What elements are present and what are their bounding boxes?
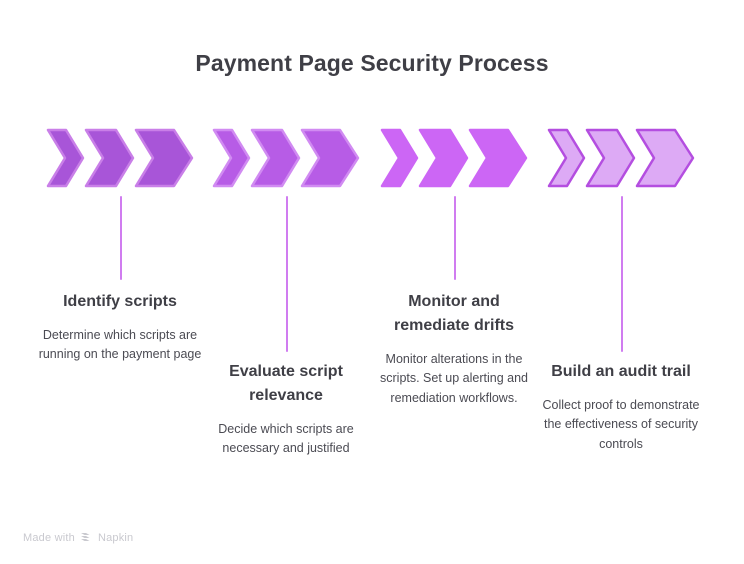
chevron-shapes-4 (547, 128, 695, 188)
triple-chevron-icon-4 (537, 128, 705, 188)
page-title: Payment Page Security Process (195, 50, 549, 76)
triple-chevron-icon-3 (370, 128, 538, 188)
connector-line-3 (454, 196, 456, 280)
chevron-group-svg-2 (212, 128, 360, 188)
chevron-shapes-1 (46, 128, 194, 188)
step-description-4: Collect proof to demonstrate the effecti… (542, 398, 700, 451)
connector-line-1 (120, 196, 122, 280)
step-title-3: Monitor and remediate drifts (393, 293, 515, 334)
made-with-label: Made with (23, 531, 75, 544)
step-title-4: Build an audit trail (551, 363, 691, 380)
step-text-1: Identify scripts Determine which scripts… (36, 290, 204, 365)
napkin-brand-label: Napkin (97, 531, 134, 544)
step-description-1: Determine which scripts are running on t… (38, 328, 202, 362)
connector-line-2 (286, 196, 288, 352)
napkin-chevron-logo-icon (80, 533, 90, 541)
step-description-3: Monitor alterations in the scripts. Set … (380, 352, 528, 405)
step-text-4: Build an audit trail Collect proof to de… (537, 360, 705, 454)
step-text-3: Monitor and remediate drifts Monitor alt… (370, 290, 538, 408)
step-text-2: Evaluate script relevance Decide which s… (202, 360, 370, 459)
chevron-group-svg-3 (380, 128, 528, 188)
step-title-2: Evaluate script relevance (229, 363, 343, 404)
chevron-shapes-3 (380, 128, 528, 188)
step-description-2: Decide which scripts are necessary and j… (218, 422, 354, 456)
chevron-group-svg-1 (46, 128, 194, 188)
triple-chevron-icon-1 (36, 128, 204, 188)
napkin-watermark: Made with Napkin (23, 531, 133, 544)
chevron-shapes-2 (212, 128, 360, 188)
connector-line-4 (621, 196, 623, 352)
chevron-group-svg-4 (547, 128, 695, 188)
step-title-1: Identify scripts (63, 293, 177, 310)
triple-chevron-icon-2 (202, 128, 370, 188)
